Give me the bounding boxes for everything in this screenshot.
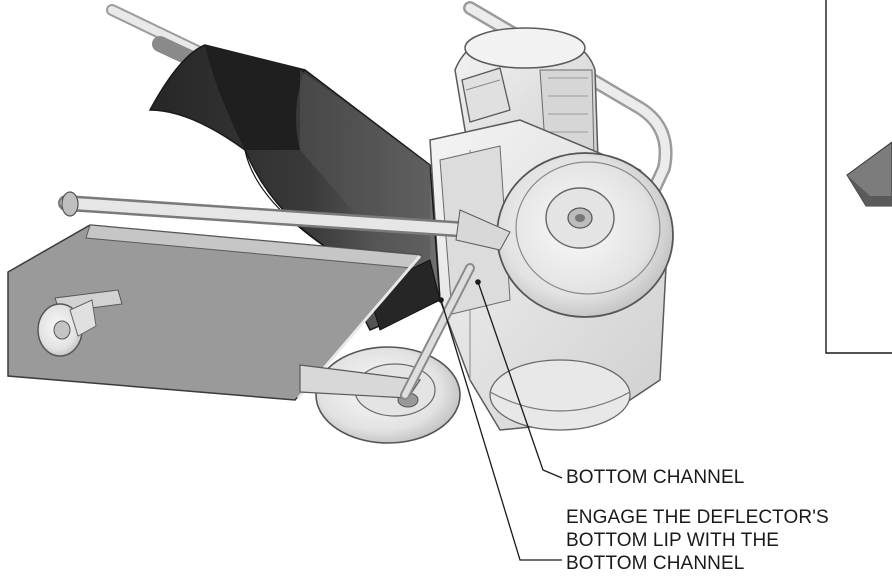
callout-leader-lines: [438, 279, 563, 561]
handle-rod: [58, 191, 511, 251]
engage-callout-line: BOTTOM LIP WITH THE: [566, 530, 780, 551]
bottom-channel-callout: BOTTOM CHANNEL: [566, 467, 745, 488]
engage-deflector-callout: ENGAGE THE DEFLECTOR'S BOTTOM LIP WITH T…: [566, 506, 829, 575]
detail-inset: [825, 0, 892, 354]
engage-callout-line: ENGAGE THE DEFLECTOR'S: [566, 507, 829, 528]
side-bracket: [299, 263, 475, 400]
caster-wheel: [37, 289, 123, 357]
engage-callout-line: BOTTOM CHANNEL: [566, 553, 745, 574]
front-wheel: [496, 152, 674, 318]
